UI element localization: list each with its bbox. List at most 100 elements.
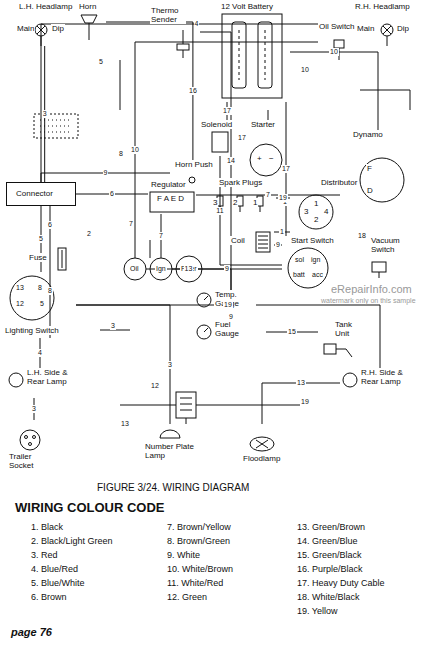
trailer-socket-symbol bbox=[33, 436, 36, 439]
lighting-switch-symbol bbox=[10, 276, 54, 320]
fuse-symbol bbox=[62, 250, 63, 268]
solenoid-symbol bbox=[212, 132, 228, 152]
component-label: Spark Plugs bbox=[218, 178, 263, 187]
colour-code-entry: 19. Yellow bbox=[296, 606, 339, 617]
wire-number: 17 bbox=[281, 165, 291, 173]
wire bbox=[41, 24, 352, 182]
component-label: Ign bbox=[155, 265, 167, 273]
wire-number: 7 bbox=[158, 232, 164, 240]
oil-switch-symbol bbox=[334, 40, 344, 48]
component-node: Vacuum Switch bbox=[350, 236, 418, 280]
colour-code-entry: 9. White bbox=[166, 550, 201, 561]
wire-number: 16 bbox=[188, 87, 198, 95]
terminal-label: acc bbox=[311, 271, 324, 279]
headlamp-symbol bbox=[383, 26, 391, 46]
wire bbox=[76, 305, 170, 424]
component-node: Fuel Gauge bbox=[196, 320, 266, 344]
colour-code-entry: 16. Purple/Black bbox=[296, 564, 364, 575]
wire-number: 3 bbox=[110, 322, 116, 330]
colour-code-entry: 10. White/Brown bbox=[166, 564, 234, 575]
gauge-symbol bbox=[204, 296, 208, 332]
wire bbox=[262, 383, 340, 424]
component-node: RegulatorF A E D bbox=[148, 180, 196, 214]
component-label: Coil bbox=[230, 236, 246, 245]
wire-number: 19 bbox=[223, 301, 233, 309]
vacuum-switch-symbol bbox=[372, 262, 386, 272]
component-label: Temp. Gauge bbox=[214, 290, 256, 308]
wire-number: 12 bbox=[150, 382, 160, 390]
wire-number: 9 bbox=[275, 241, 281, 249]
dynamo-symbol bbox=[360, 158, 404, 202]
trailer-socket-symbol bbox=[25, 436, 28, 439]
terminal-label: F A E D bbox=[156, 194, 185, 203]
component-node: Oil bbox=[124, 258, 146, 280]
component-label: 12 Volt Battery bbox=[220, 2, 274, 11]
floodlamp-symbol bbox=[256, 440, 268, 448]
colour-code-entry: 5. Blue/White bbox=[30, 578, 86, 589]
colour-code-entry: 4. Blue/Red bbox=[30, 564, 79, 575]
wire-number: 7 bbox=[265, 191, 271, 199]
terminal-label: Dip bbox=[396, 24, 410, 33]
regulator-box bbox=[150, 192, 194, 212]
trailer-socket-symbol bbox=[20, 430, 40, 450]
component-label: Fuse bbox=[28, 253, 48, 262]
wire-number: 15 bbox=[287, 328, 297, 336]
component-node: Tank Unit bbox=[318, 320, 368, 360]
wire-number: 19 bbox=[278, 194, 288, 202]
terminal-label: 2 bbox=[313, 215, 319, 224]
component-label: Thermo Sender bbox=[150, 6, 186, 24]
component-label: Oil Switch bbox=[318, 22, 356, 31]
wire-line bbox=[135, 42, 318, 258]
wire-number: 9 bbox=[228, 313, 234, 321]
wire-number: 8 bbox=[118, 150, 124, 158]
wire-number: 3 bbox=[167, 361, 173, 369]
vacuum-switch-symbol bbox=[372, 262, 386, 278]
starter-symbol bbox=[250, 144, 282, 176]
watermark: eRepairInfo.com bbox=[330, 283, 413, 296]
component-label: Start Switch bbox=[290, 236, 335, 245]
terminal-label: sol bbox=[294, 256, 305, 264]
component-node: Thermo Sender bbox=[150, 6, 200, 58]
wire-number: 10 bbox=[329, 48, 339, 56]
component-label: Lighting Switch bbox=[4, 326, 60, 335]
wire-number: 3 bbox=[31, 405, 37, 413]
fuse-symbol bbox=[58, 248, 66, 270]
terminal-label: D bbox=[366, 186, 374, 195]
component-label: Dynamo bbox=[352, 130, 384, 139]
terminal-label: − bbox=[268, 154, 275, 163]
terminal-label: 2 bbox=[232, 198, 238, 207]
component-label: Oil bbox=[129, 265, 140, 273]
wire-number: 1 bbox=[279, 228, 285, 236]
coil-symbol bbox=[256, 232, 270, 252]
regulator-box bbox=[150, 192, 194, 212]
wire bbox=[76, 305, 380, 368]
colour-code-entry: 13. Green/Brown bbox=[296, 522, 366, 533]
component-label: Tank Unit bbox=[334, 320, 366, 338]
component-label: Vacuum Switch bbox=[370, 236, 412, 254]
component-node: L.H. Side & Rear Lamp bbox=[4, 368, 86, 398]
terminal-label: 13 bbox=[15, 284, 25, 292]
component-node: Distributor1342 bbox=[290, 178, 374, 236]
wire-number: 6 bbox=[109, 190, 115, 198]
component-label: Solenoid bbox=[200, 120, 233, 129]
colour-code-entry: 7. Brown/Yellow bbox=[166, 522, 232, 533]
wire bbox=[135, 42, 318, 258]
solenoid-symbol bbox=[212, 132, 228, 152]
wire-number: 17 bbox=[237, 134, 247, 142]
trailer-socket-symbol bbox=[20, 430, 40, 450]
wire-number: 17 bbox=[222, 107, 232, 115]
wire-line bbox=[106, 22, 193, 160]
tank-unit-symbol bbox=[336, 349, 352, 357]
colour-code-entry: 2. Black/Light Green bbox=[30, 536, 114, 547]
horn-symbol bbox=[81, 15, 97, 40]
wire-number: 3 bbox=[42, 110, 48, 118]
warning-lamp-symbol bbox=[124, 256, 202, 282]
colour-code-entry: 6. Brown bbox=[30, 592, 68, 603]
starter-symbol bbox=[250, 144, 282, 176]
coil-symbol bbox=[256, 232, 270, 252]
thermo-sender-symbol bbox=[177, 44, 189, 50]
coil-symbol bbox=[258, 236, 268, 248]
component-node: Floodlamp bbox=[232, 424, 292, 474]
wire-line bbox=[41, 24, 352, 182]
wire-number: 9 bbox=[224, 265, 230, 273]
